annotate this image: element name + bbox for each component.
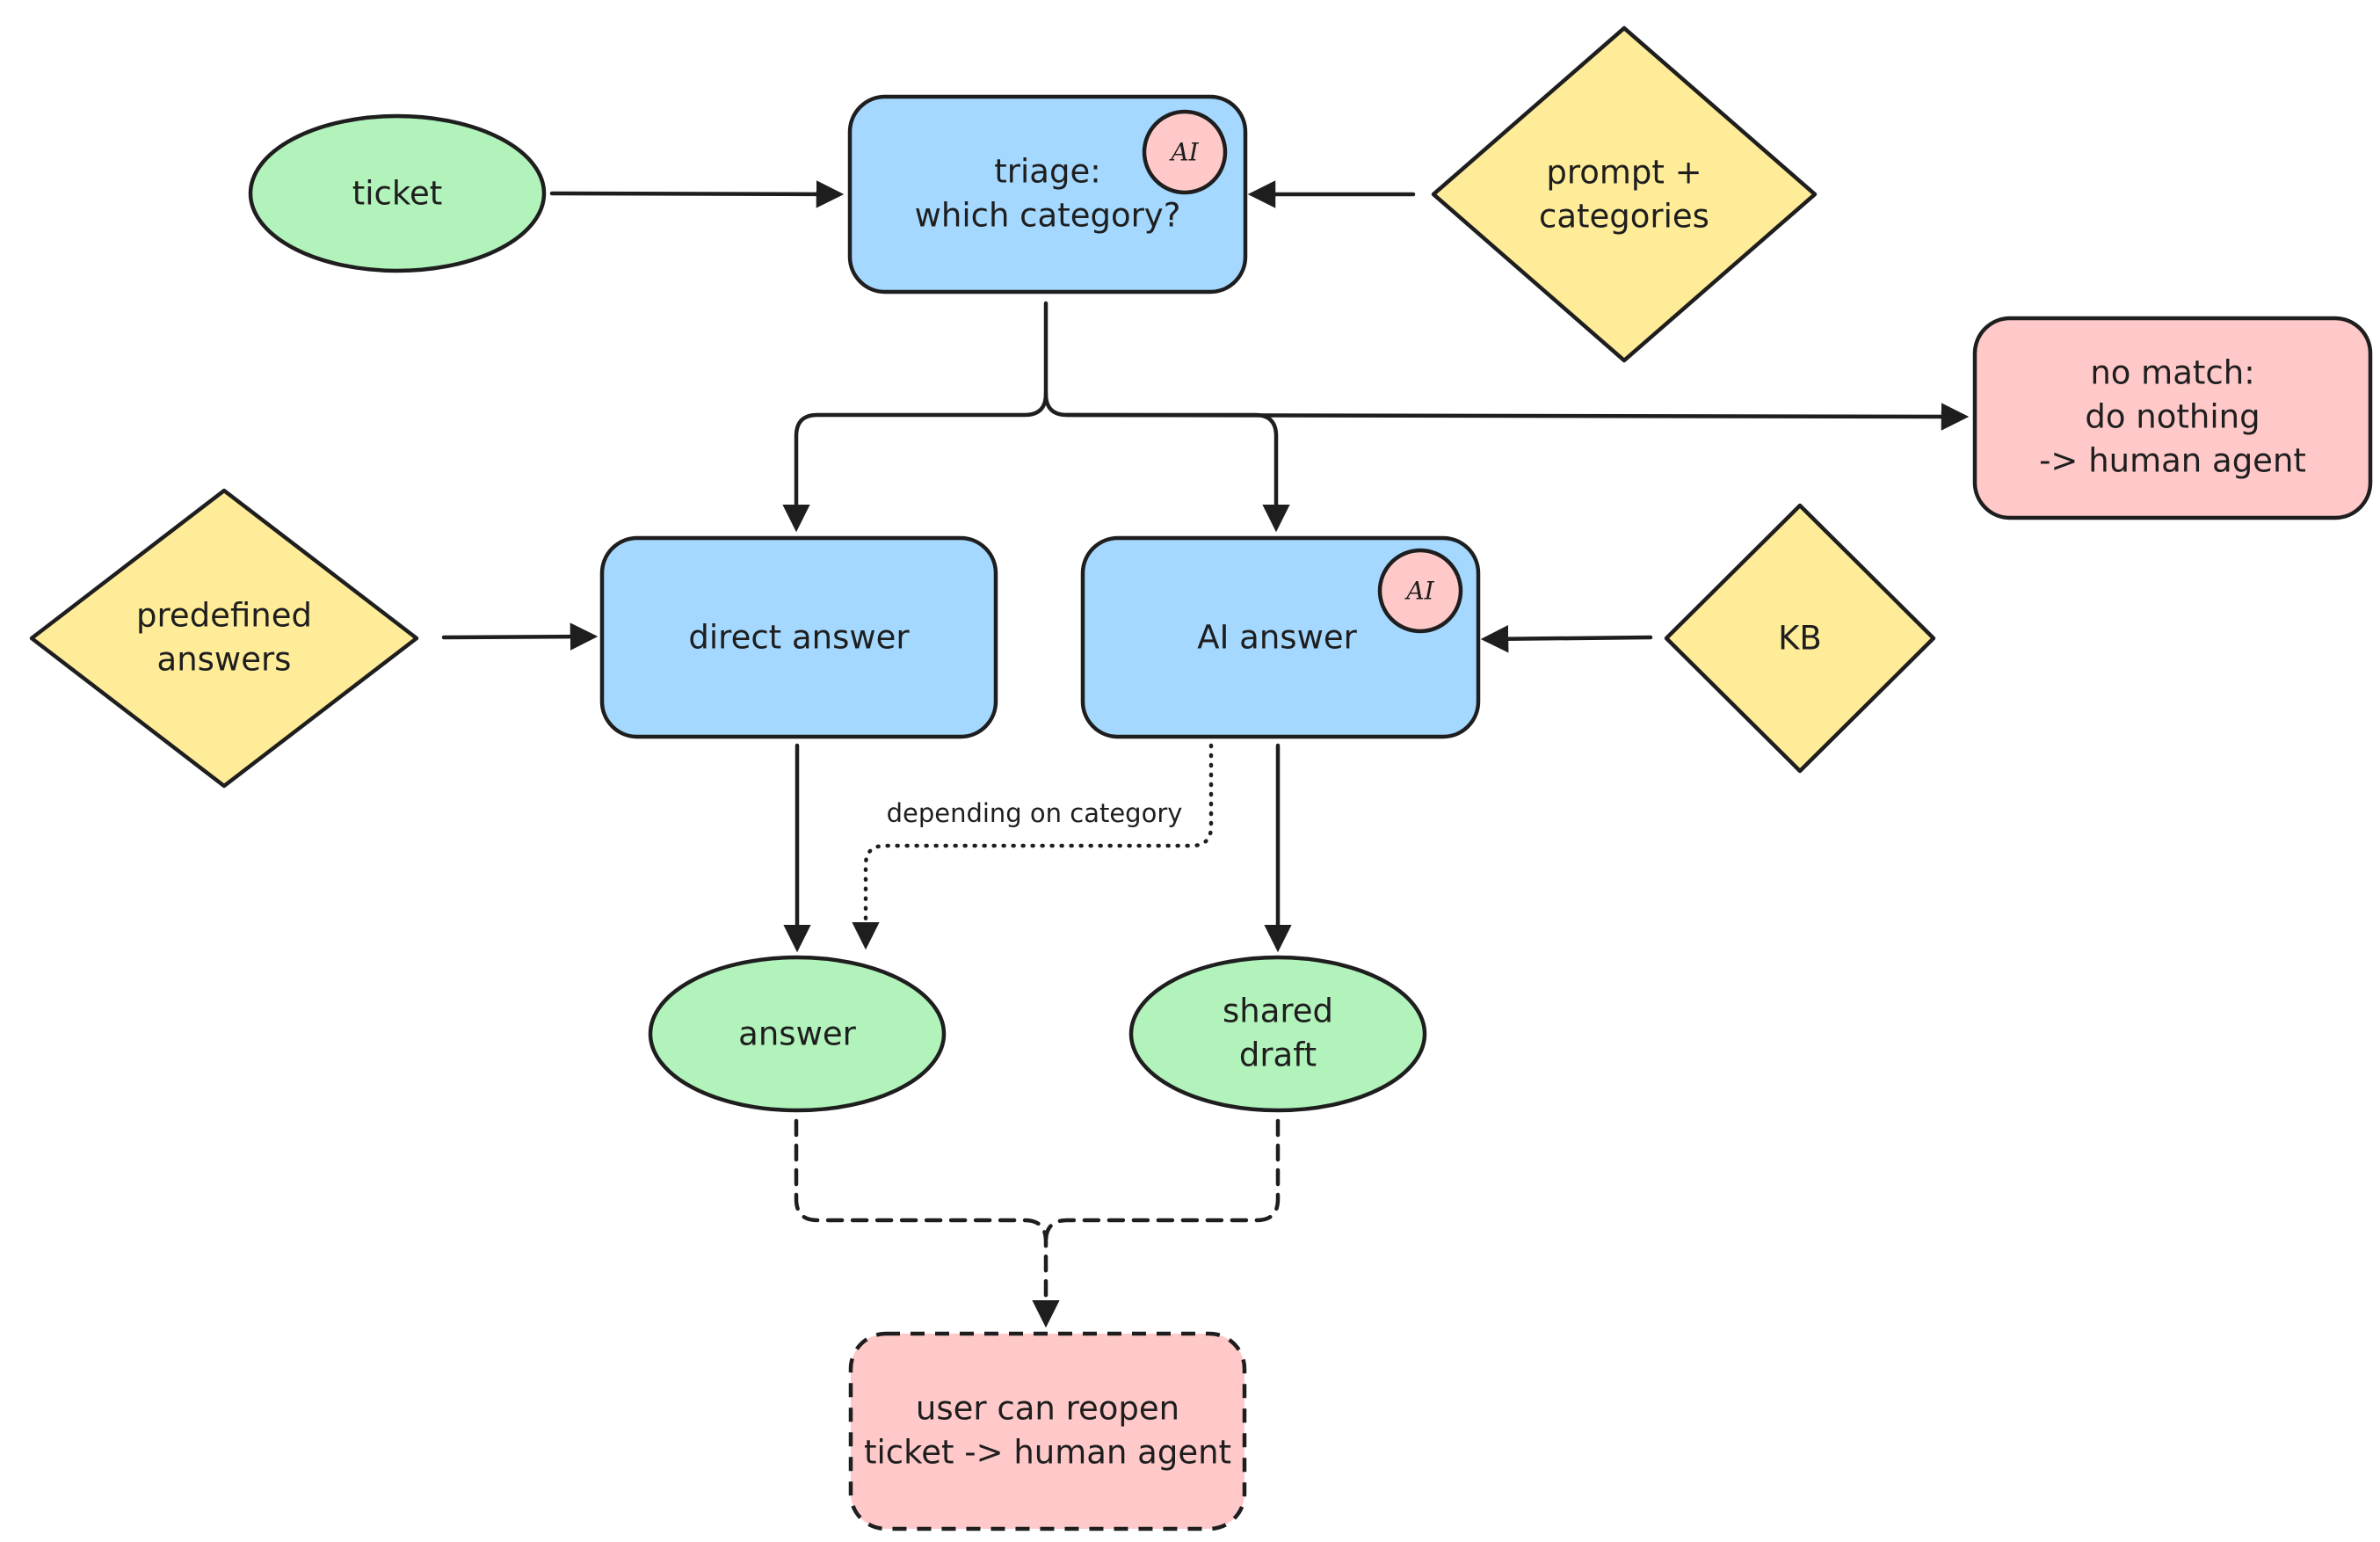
edge-answer-to-reopen — [794, 1118, 1060, 1328]
node-no-match[interactable]: no match: do nothing -> human agent — [1972, 316, 2373, 520]
edge-ai-answer-to-answer-conditional — [852, 743, 1214, 950]
edge-triage-to-direct-answer — [782, 301, 1049, 533]
node-predefined-answers-shape — [29, 488, 419, 789]
edge-ticket-to-triage — [549, 180, 845, 208]
node-direct-answer[interactable]: direct answer — [599, 535, 998, 739]
ai-badge-icon — [1377, 548, 1463, 634]
node-prompt-categories-label-line-2: categories — [1539, 198, 1709, 236]
node-no-match-label-line-2: do nothing — [2085, 398, 2260, 436]
node-reopen[interactable]: user can reopen ticket -> human agent — [848, 1331, 1247, 1531]
edge-shared-draft-to-reopen — [1043, 1118, 1281, 1244]
node-ai-answer[interactable]: AI answer AI — [1080, 535, 1481, 739]
node-answer-label: answer — [738, 1015, 856, 1053]
node-triage[interactable]: triage: which category? AI — [847, 94, 1248, 295]
node-reopen-label-line-1: user can reopen — [916, 1390, 1179, 1428]
node-no-match-label-line-1: no match: — [2090, 354, 2254, 392]
ai-badge-label: AI — [1404, 577, 1434, 606]
node-shared-draft-label-line-2: draft — [1239, 1036, 1317, 1074]
node-direct-answer-shape — [599, 535, 998, 739]
ai-badge-icon — [1142, 109, 1228, 195]
node-predefined-answers-label-line-2: answers — [157, 641, 292, 679]
ai-badge-label: AI — [1168, 138, 1199, 167]
node-shared-draft-label-line-1: shared — [1223, 993, 1333, 1030]
node-reopen-shape — [848, 1331, 1247, 1531]
node-predefined-answers-label-line-1: predefined — [136, 597, 312, 635]
node-ticket-label: ticket — [352, 175, 443, 213]
edges — [441, 180, 1970, 1328]
node-answer[interactable]: answer — [648, 955, 947, 1113]
node-answer-shape — [648, 955, 947, 1113]
node-kb-label: KB — [1778, 620, 1822, 658]
node-prompt-categories[interactable]: prompt + categories — [1431, 25, 1818, 363]
edge-label-depending-on-category: depending on category — [887, 798, 1183, 828]
node-shared-draft[interactable]: shared draft — [1128, 955, 1427, 1113]
edge-predefined-to-direct-answer — [441, 622, 599, 651]
node-triage-label-line-1: triage: — [994, 153, 1100, 191]
node-reopen-label-line-2: ticket -> human agent — [864, 1434, 1231, 1472]
node-triage-label-line-2: which category? — [915, 197, 1181, 235]
node-prompt-categories-shape — [1431, 25, 1818, 363]
node-ticket-shape — [248, 113, 547, 273]
node-kb-shape — [1664, 503, 1936, 774]
node-predefined-answers[interactable]: predefined answers — [29, 488, 419, 789]
node-direct-answer-label: direct answer — [688, 619, 910, 657]
node-shared-draft-shape — [1128, 955, 1427, 1113]
node-ai-answer-label: AI answer — [1197, 619, 1357, 657]
node-kb[interactable]: KB — [1664, 503, 1936, 774]
node-ticket[interactable]: ticket — [248, 113, 547, 273]
edge-triage-to-no-match — [1064, 403, 1970, 431]
node-prompt-categories-label-line-1: prompt + — [1546, 154, 1702, 192]
edge-kb-to-ai-answer — [1480, 624, 1653, 653]
node-no-match-shape — [1972, 316, 2373, 520]
node-no-match-label-line-3: -> human agent — [2039, 442, 2306, 480]
